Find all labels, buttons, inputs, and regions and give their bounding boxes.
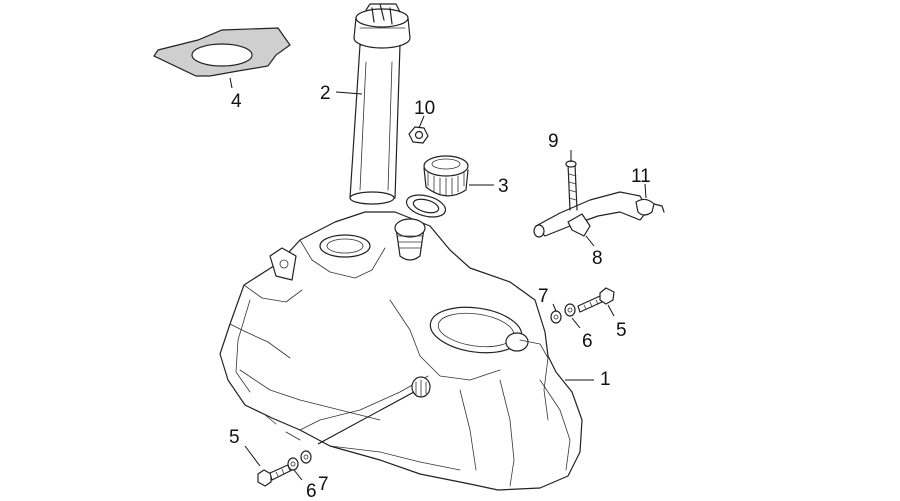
callout-5-left: 5 (229, 427, 240, 448)
part-fuel-tank (219, 211, 583, 491)
callout-7-right: 7 (538, 286, 549, 307)
callout-1: 1 (600, 369, 611, 390)
part-gasket-plate (153, 27, 291, 77)
callout-labels: 1 2 3 4 5 5 6 6 7 7 8 9 10 11 (229, 83, 651, 501)
callout-6-left: 6 (306, 481, 317, 501)
callout-2: 2 (320, 83, 331, 104)
callout-3: 3 (498, 176, 509, 197)
callout-5-right: 5 (616, 320, 627, 341)
part-fuel-pump-tube (349, 3, 411, 205)
callout-4: 4 (231, 91, 242, 112)
callout-9: 9 (548, 131, 559, 152)
part-hose-assembly (533, 160, 665, 238)
callout-8: 8 (592, 248, 603, 269)
callout-11: 11 (631, 166, 651, 187)
callout-6-right: 6 (582, 331, 593, 352)
part-fasteners-right (550, 287, 615, 324)
part-fuel-cap (423, 155, 469, 197)
part-fasteners-left (257, 450, 312, 487)
callout-10: 10 (414, 98, 435, 119)
part-nut (408, 126, 429, 144)
callout-7-left: 7 (318, 474, 329, 495)
part-o-ring (405, 194, 447, 218)
leader-lines (229, 77, 647, 481)
